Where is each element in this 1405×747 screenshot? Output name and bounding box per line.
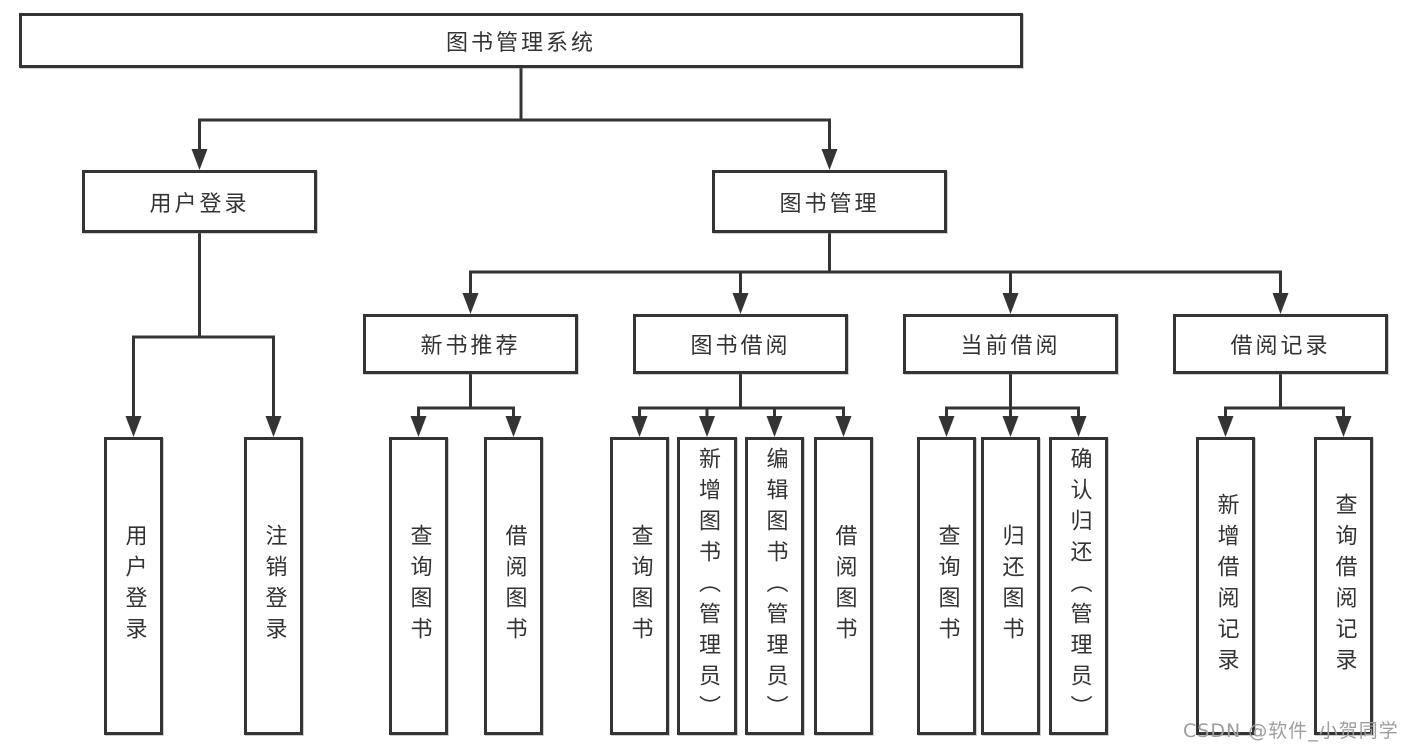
leaf-borrow-add-books-admin: 新增图书（管理员） [677,437,737,735]
arrow-down-icon [1272,293,1289,314]
arrow-down-icon [410,416,427,437]
arrow-down-icon [1335,416,1352,437]
leaf-borrow-borrow-books: 借阅图书 [814,437,873,735]
node-user-login: 用户登录 [82,170,317,233]
connector-userlogin-to-leaves [132,233,275,419]
arrow-down-icon [699,416,715,437]
arrow-down-icon [835,416,852,437]
leaf-records-add-record: 新增借阅记录 [1196,437,1255,735]
leaf-newrec-query-books: 查询图书 [389,437,448,735]
leaf-borrow-query-books: 查询图书 [610,437,669,735]
arrow-down-icon [631,416,648,437]
leaf-current-query-books: 查询图书 [917,437,976,735]
leaf-user-login: 用户登录 [104,437,163,735]
node-new-book-recommend: 新书推荐 [363,314,578,374]
connector-paths [132,68,1345,420]
connector-bookborrow-to-leaves [638,374,845,420]
arrow-down-icon [938,416,955,437]
node-borrow-records: 借阅记录 [1173,314,1388,374]
node-current-borrow: 当前借阅 [903,314,1118,374]
leaf-logout: 注销登录 [244,437,303,735]
arrow-down-icon [821,149,838,170]
leaf-records-query-record: 查询借阅记录 [1314,437,1373,735]
connector-borrowrecords-to-leaves [1224,374,1345,420]
arrow-down-icon [191,149,208,170]
connector-root-to-level1 [198,68,831,152]
connector-currentborrow-to-leaves [945,374,1080,420]
leaf-newrec-borrow-books: 借阅图书 [484,437,543,735]
arrow-down-icon [1002,416,1019,437]
arrow-down-icon [462,293,479,314]
node-book-management: 图书管理 [712,170,947,233]
node-root-library-system: 图书管理系统 [19,13,1023,68]
arrow-down-icon [732,293,749,314]
leaf-borrow-edit-books-admin: 编辑图书（管理员） [745,437,804,735]
leaf-current-confirm-return-admin: 确认归还（管理员） [1049,437,1108,735]
arrow-down-icon [1070,416,1087,437]
node-book-borrow: 图书借阅 [633,314,848,374]
arrow-down-icon [505,416,522,437]
csdn-watermark: CSDN @软件_小贺同学 [1183,720,1399,742]
arrow-down-icon [265,416,282,437]
arrow-down-icon [125,416,142,437]
arrow-down-icon [1002,293,1019,314]
arrow-down-icon [1217,416,1234,437]
connector-bookmgmt-to-level2 [469,233,1282,296]
leaf-current-return-books: 归还图书 [981,437,1040,735]
connector-newbookrec-to-leaves [417,374,515,420]
arrow-down-icon [766,416,783,437]
arrowheads [125,149,1352,437]
